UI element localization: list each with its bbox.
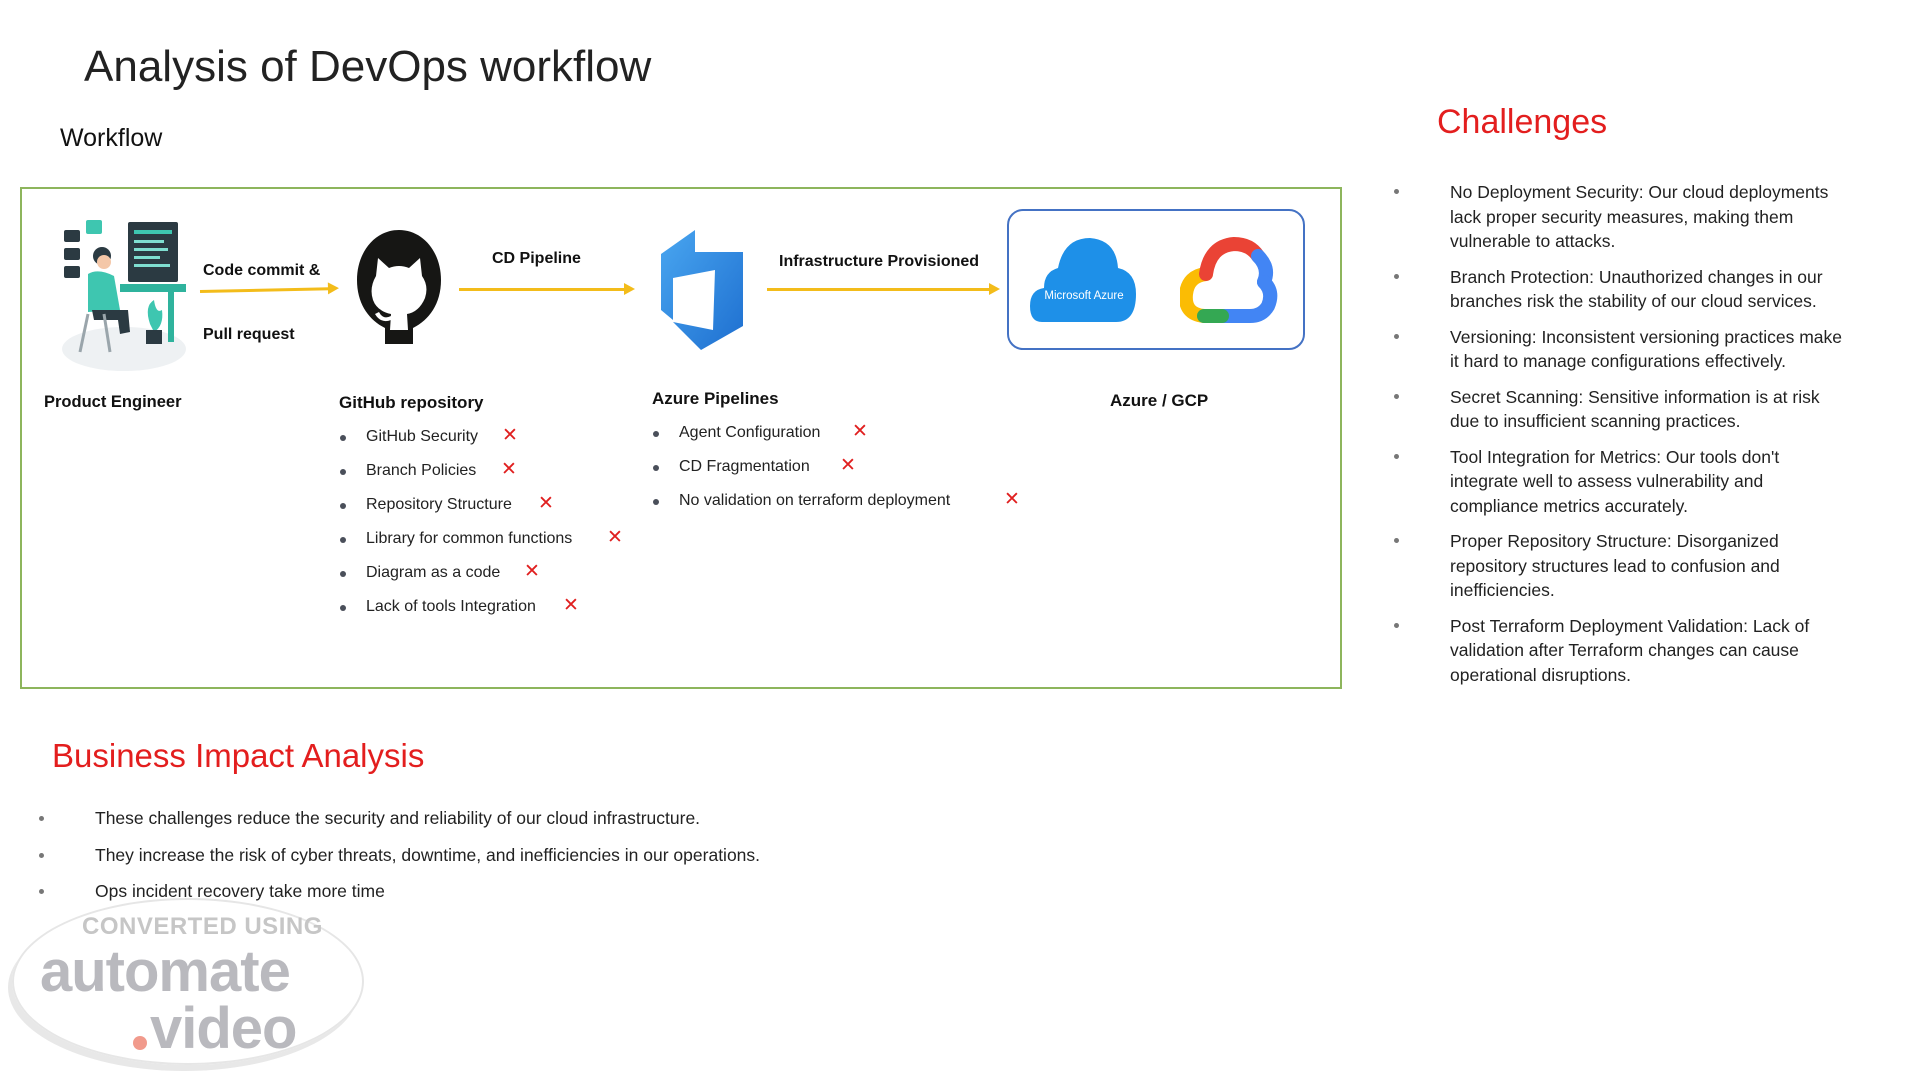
node-title-azure-gcp: Azure / GCP [1110,391,1209,410]
watermark-dot [133,1036,147,1050]
arrow-github-to-pipelines [459,283,635,295]
google-cloud-icon [1178,234,1278,328]
challenges-list: No Deployment Security: Our cloud deploy… [1394,180,1850,698]
product-engineer-illustration [58,214,188,374]
microsoft-azure-cloud-icon: Microsoft Azure [1028,232,1138,328]
business-impact-heading: Business Impact Analysis [52,737,425,774]
slide-title: Analysis of DevOps workflow [84,42,652,91]
list-item: Agent Configuration✕ [652,421,950,458]
watermark-badge [12,898,364,1065]
node-title-github-repository: GitHub repository [339,393,484,412]
x-mark-icon: ✕ [563,595,579,616]
arrow-label-infrastructure-provisioned: Infrastructure Provisioned [779,253,980,270]
node-title-product-engineer: Product Engineer [44,393,182,411]
arrow-label-code-commit: Code commit & [203,262,321,279]
node-title-azure-pipelines: Azure Pipelines [652,389,779,408]
list-item: Proper Repository Structure: Disorganize… [1394,529,1850,603]
list-item: Repository Structure✕ [339,493,572,530]
challenges-heading: Challenges [1437,103,1608,141]
github-issues-list: GitHub Security✕ Branch Policies✕ Reposi… [339,425,623,632]
list-item: Versioning: Inconsistent versioning prac… [1394,325,1850,374]
microsoft-azure-logo-text: Microsoft Azure [1044,290,1124,302]
watermark-line2: automate [40,939,291,1004]
list-item: Library for common functions✕ [339,528,623,564]
x-mark-icon: ✕ [538,493,554,514]
watermark-line3: video [150,996,297,1061]
list-item: Lack of tools Integration✕ [339,596,579,632]
list-item: These challenges reduce the security and… [38,808,760,845]
workflow-label: Workflow [60,124,163,152]
list-item: Diagram as a code✕ [339,561,572,598]
list-item: Secret Scanning: Sensitive information i… [1394,385,1850,434]
x-mark-icon: ✕ [1004,489,1020,510]
list-item: No Deployment Security: Our cloud deploy… [1394,180,1850,254]
github-logo-icon [355,228,443,346]
x-mark-icon: ✕ [840,455,856,476]
list-item: Branch Policies✕ [339,459,572,496]
x-mark-icon: ✕ [501,459,517,480]
x-mark-icon: ✕ [607,527,623,548]
business-impact-list: These challenges reduce the security and… [38,808,760,918]
arrow-label-pull-request: Pull request [203,326,295,343]
arrow-pipelines-to-cloud [767,283,1000,295]
list-item: Ops incident recovery take more time [38,881,760,918]
x-mark-icon: ✕ [524,561,540,582]
x-mark-icon: ✕ [852,421,868,442]
azure-pipelines-logo-icon [651,226,749,352]
x-mark-icon: ✕ [502,425,518,446]
list-item: They increase the risk of cyber threats,… [38,845,760,882]
list-item: CD Fragmentation✕ [652,455,950,492]
list-item: No validation on terraform deployment✕ [652,490,1020,526]
workflow-diagram-box [20,187,1342,689]
list-item: Post Terraform Deployment Validation: La… [1394,614,1850,688]
list-item: Branch Protection: Unauthorized changes … [1394,265,1850,314]
pipeline-issues-list: Agent Configuration✕ CD Fragmentation✕ N… [652,421,1020,526]
watermark-line1: CONVERTED USING [82,913,323,940]
arrow-label-cd-pipeline: CD Pipeline [492,250,581,267]
list-item: GitHub Security✕ [339,425,572,462]
list-item: Tool Integration for Metrics: Our tools … [1394,445,1850,519]
